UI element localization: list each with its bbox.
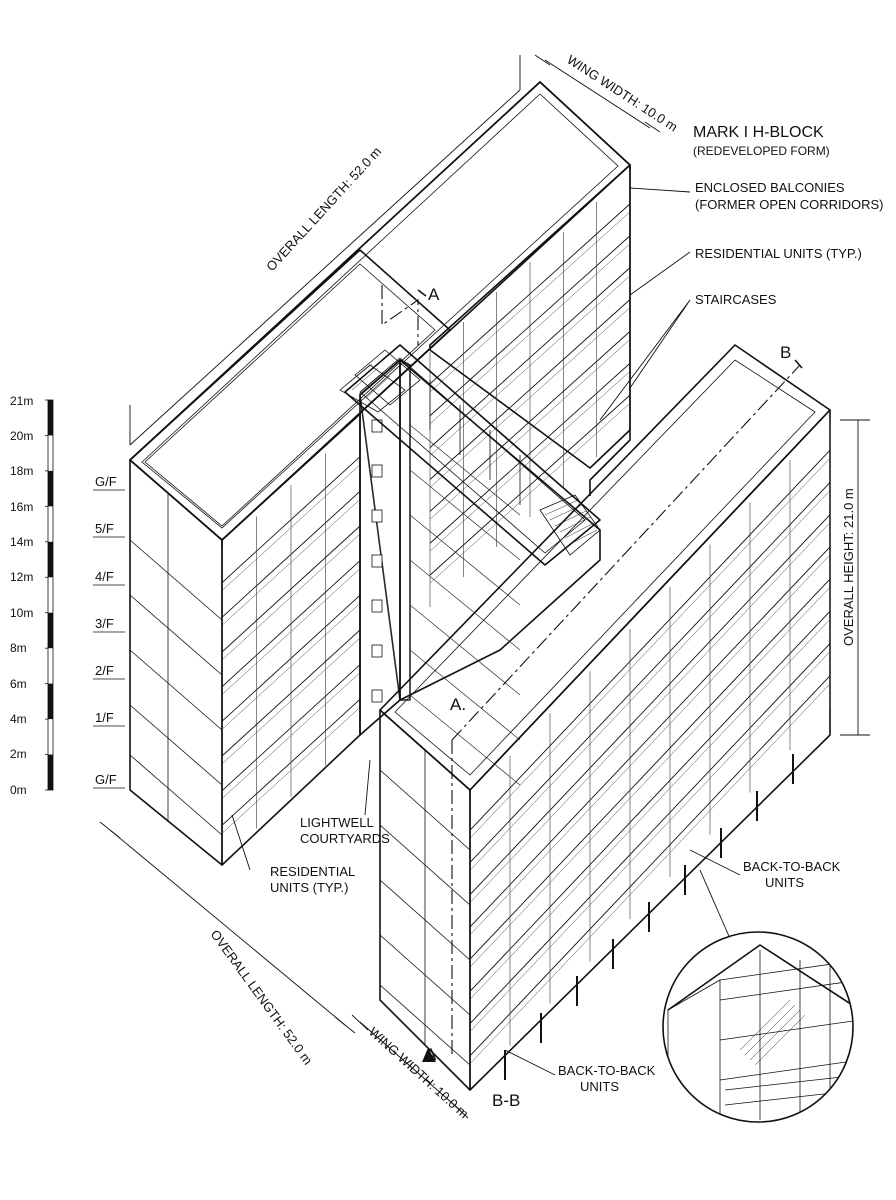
scale-label: 4m [10,712,27,726]
front-balcony-rail [469,619,831,1000]
front-balcony-rail [469,554,831,936]
scale-label: 2m [10,747,27,761]
scale-label: 10m [10,606,33,620]
scale-label: 16m [10,500,33,514]
stair-left [339,363,406,413]
back-wing-balconies [429,172,631,607]
stair-right [539,494,601,556]
front-wing-roof [379,344,831,791]
section-mark-a-top: A [428,285,440,304]
dimension-lines [99,54,870,1119]
back-to-back-bottom-note: UNITS [580,1079,619,1094]
scale-label: 6m [10,677,27,691]
core-strip [409,604,521,696]
overall-length-bottom-label: OVERALL LENGTH: 52.0 m [208,927,316,1068]
core-strip [409,559,521,651]
floor-label-ticks [93,489,125,789]
floor-label: G/F [95,474,117,489]
front-balcony-rail [469,458,831,839]
lightwell-label: LIGHTWELL [300,815,374,830]
staircases-label: STAIRCASES [695,292,777,307]
front-balcony-rail [469,578,831,960]
floor-label: 3/F [95,616,114,631]
scale-label: 0m [10,783,27,797]
residential-left-label: RESIDENTIAL [270,864,355,879]
scale-segment [48,470,53,507]
core-strip [409,649,521,741]
drawing-title: MARK I H-BLOCK [693,124,824,141]
floor-label: G/F [95,772,117,787]
scale-label: 12m [10,570,33,584]
residential-units-label: RESIDENTIAL UNITS (TYP.) [695,246,862,261]
front-balcony-rail [469,651,831,1032]
core-roof [344,344,601,566]
front-wing-balconies [469,418,831,1088]
scale-label: 18m [10,464,33,478]
section-lines [381,285,803,1062]
core-floor-strips [371,419,521,786]
front-balcony-rail [469,490,831,871]
core-strip [409,424,521,516]
core-brick-facade [359,359,411,701]
front-wing [379,344,831,1091]
core-window [371,599,383,613]
scale-segment [48,754,53,790]
section-mark-b-bottom: B-B [492,1091,520,1110]
front-balcony-rail [469,482,831,863]
residential-left-note: UNITS (TYP.) [270,880,349,895]
front-balcony-rail [469,449,831,831]
front-balcony-rail [469,683,831,1064]
overall-height-label: OVERALL HEIGHT: 21.0 m [841,488,856,646]
scale-label: 8m [10,641,27,655]
core-strip [409,469,521,561]
back-to-back-bottom-label: BACK-TO-BACK [558,1063,656,1078]
drawing-subtitle: (REDEVELOPED FORM) [693,144,830,158]
detail-callout [662,931,854,1123]
section-mark-b-top: B [780,343,791,362]
back-to-back-right-label: BACK-TO-BACK [743,859,841,874]
front-balcony-rail [469,611,831,992]
core-window [371,644,383,658]
scale-segment [48,400,53,436]
scale-labels: 21m 20m 18m 16m 14m 12m 10m 8m 6m 4m 2m … [10,394,33,797]
enclosed-balconies-label: ENCLOSED BALCONIES [695,180,845,195]
floor-labels: G/F 5/F 4/F 3/F 2/F 1/F G/F [95,474,117,787]
scale-segment [48,541,53,578]
back-wing [129,81,631,607]
wing-width-top-label: WING WIDTH: 10.0 m [564,52,680,135]
floor-label: 5/F [95,521,114,536]
back-to-back-right-note: UNITS [765,875,804,890]
front-balcony-rail [469,643,831,1024]
core-window [371,509,383,523]
front-balcony-rail [469,546,831,928]
front-wing-pilotis [504,754,794,1080]
core-strip [409,514,521,606]
front-balcony-rail [469,522,831,903]
scale-segment [48,683,53,720]
scale-bar [45,399,54,791]
front-balcony-rail [469,675,831,1057]
front-balcony-rail [469,586,831,968]
scale-label: 14m [10,535,33,549]
scale-segment [48,612,53,649]
floor-label: 1/F [95,710,114,725]
floor-label: 2/F [95,663,114,678]
scale-label: 21m [10,394,33,408]
core-strip [409,694,521,786]
left-wing-roof [129,249,451,541]
enclosed-balconies-note: (FORMER OPEN CORRIDORS) [695,197,884,212]
section-mark-a-mid: A. [450,695,466,714]
left-wing-balconies [221,422,361,860]
left-wing [129,249,451,866]
courtyards-label: COURTYARDS [300,831,390,846]
core-window [371,464,383,478]
core-window [371,689,383,703]
section-mark-a-bottom: A [425,1045,437,1064]
floor-label: 4/F [95,569,114,584]
front-balcony-rail [469,514,831,895]
scale-label: 20m [10,429,33,443]
central-core [339,344,601,786]
core-window [371,554,383,568]
